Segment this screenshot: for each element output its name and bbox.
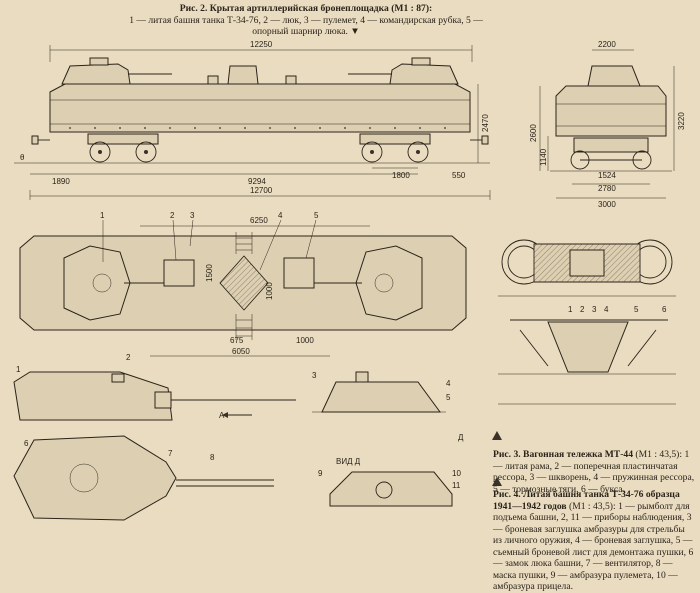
turret-left-side [61, 63, 131, 85]
bogie-part-5: 5 [634, 305, 639, 314]
turret-side-view: 1 2 А [13, 353, 296, 421]
plan-part-4: 4 [278, 211, 283, 220]
bogie-right-side [359, 133, 431, 163]
turret-right-plan [355, 245, 423, 321]
dim-1500: 1500 [205, 264, 214, 282]
drawing-sheet: 12250 [13, 40, 686, 521]
bogie-part-2: 2 [580, 305, 585, 314]
fig4-title: Литая башня танка Т-34-76 образца 1941—1… [493, 489, 680, 512]
dim-total-top: 12250 [250, 40, 273, 49]
plan-part-1: 1 [100, 211, 105, 220]
side-view-armored-platform: 12250 [14, 40, 491, 200]
bogie-part-6: 6 [662, 305, 667, 314]
ladder-bottom [235, 314, 253, 340]
bogie-left-side [87, 133, 159, 163]
turret-part-11: 11 [452, 481, 461, 490]
bogie-part-1: 1 [568, 305, 573, 314]
commander-cupola-plan [219, 255, 269, 311]
down-triangle-icon: ▼ [350, 26, 360, 37]
fig4-scale: (М1 : 43,5): [569, 500, 616, 512]
turret-part-8: 8 [210, 453, 215, 462]
turret-end-view [587, 65, 641, 87]
fig4-legend: 1 — рымболт для подъема башни, 2, 11 — п… [493, 500, 694, 593]
turret-top-view: 6 7 8 [13, 435, 274, 521]
dim-end-width: 2200 [598, 40, 616, 49]
dim-6050: 6050 [232, 347, 250, 356]
dim-1000b: 1000 [296, 336, 314, 345]
dim-675: 675 [230, 336, 244, 345]
commander-cupola-side [227, 65, 259, 85]
arrow-d-label: Д [458, 433, 464, 442]
figure-3-caption: Рис. 3. Вагонная тележка МТ-44 (М1 : 43,… [493, 449, 696, 495]
dim-1524: 1524 [598, 171, 616, 180]
theta-marker: θ [20, 153, 25, 162]
figure-4-caption: Рис. 4. Литая башня танка Т-34-76 образц… [493, 489, 696, 593]
hatch-left-plan [163, 259, 195, 287]
dim-total-bottom: 12700 [250, 186, 273, 195]
turret-part-5: 5 [446, 393, 451, 402]
dim-6250: 6250 [250, 216, 268, 225]
bogie-mt44-drawing: 1 2 3 4 5 6 [498, 239, 676, 405]
turret-part-4: 4 [446, 379, 451, 388]
dim-end-height-b: 3220 [677, 112, 686, 130]
turret-part-7: 7 [168, 449, 173, 458]
fig3-title: Вагонная тележка МТ-44 [523, 449, 633, 460]
dim-1140: 1140 [539, 148, 548, 166]
plan-part-2: 2 [170, 211, 175, 220]
fig3-scale: (М1 : 43,5): [635, 449, 683, 460]
end-view-armored-platform: 2200 2600 1140 3220 1524 2780 3000 [529, 40, 686, 209]
rivet-row [69, 127, 446, 129]
turret-part-9: 9 [318, 469, 323, 478]
dim-1890: 1890 [52, 177, 70, 186]
up-triangle-icon [492, 431, 502, 440]
dim-9294: 9294 [248, 177, 266, 186]
turret-part-10: 10 [452, 469, 461, 478]
turret-right-side [389, 63, 459, 85]
turret-left-plan [63, 245, 131, 321]
plan-part-3: 3 [190, 211, 195, 220]
figure-2-caption: Рис. 2. Крытая артиллерийская бронеплоща… [96, 3, 516, 38]
bogie-part-3: 3 [592, 305, 597, 314]
view-d-label: ВИД Д [336, 457, 361, 466]
dim-3000: 3000 [598, 200, 616, 209]
turret-part-6: 6 [24, 439, 29, 448]
dim-end-height-a: 2600 [529, 124, 538, 142]
bogie-lower-frame [547, 321, 629, 373]
turret-view-d: ВИД Д 9 10 11 [318, 457, 461, 507]
hatch-right-plan [283, 257, 315, 289]
turret-rear-view: 3 4 5 [312, 371, 451, 413]
turret-part-1: 1 [16, 365, 21, 374]
gun-mantlet-side [154, 391, 172, 409]
fig2-legend-line2: опорный шарнир люка. [252, 26, 348, 37]
bogie-part-4: 4 [604, 305, 609, 314]
dim-1000a: 1000 [265, 282, 274, 300]
dim-2780: 2780 [598, 184, 616, 193]
fig4-number: Рис. 4. [493, 489, 521, 500]
fig2-legend-line1: 1 — литая башня танка Т-34-76, 2 — люк, … [129, 14, 483, 26]
dim-1800: 1800 [392, 171, 410, 180]
fig3-legend: 1 — литая рама, 2 — поперечная пластинча… [493, 449, 695, 495]
fig2-number: Рис. 2. [179, 3, 208, 14]
dim-550: 550 [452, 171, 466, 180]
plan-part-5: 5 [314, 211, 319, 220]
dim-height-side: 2470 [481, 114, 490, 132]
plan-view-armored-platform: 6250 1 2 3 4 5 150 [19, 211, 467, 357]
turret-part-3: 3 [312, 371, 317, 380]
ladder-top [235, 232, 253, 254]
turret-part-2: 2 [126, 353, 131, 362]
up-triangle-icon-2 [492, 477, 502, 486]
fig3-number: Рис. 3. [493, 449, 521, 460]
fig2-title: Крытая артиллерийская бронеплощадка (М1 … [209, 3, 433, 14]
arrow-a-label: А [219, 411, 225, 420]
